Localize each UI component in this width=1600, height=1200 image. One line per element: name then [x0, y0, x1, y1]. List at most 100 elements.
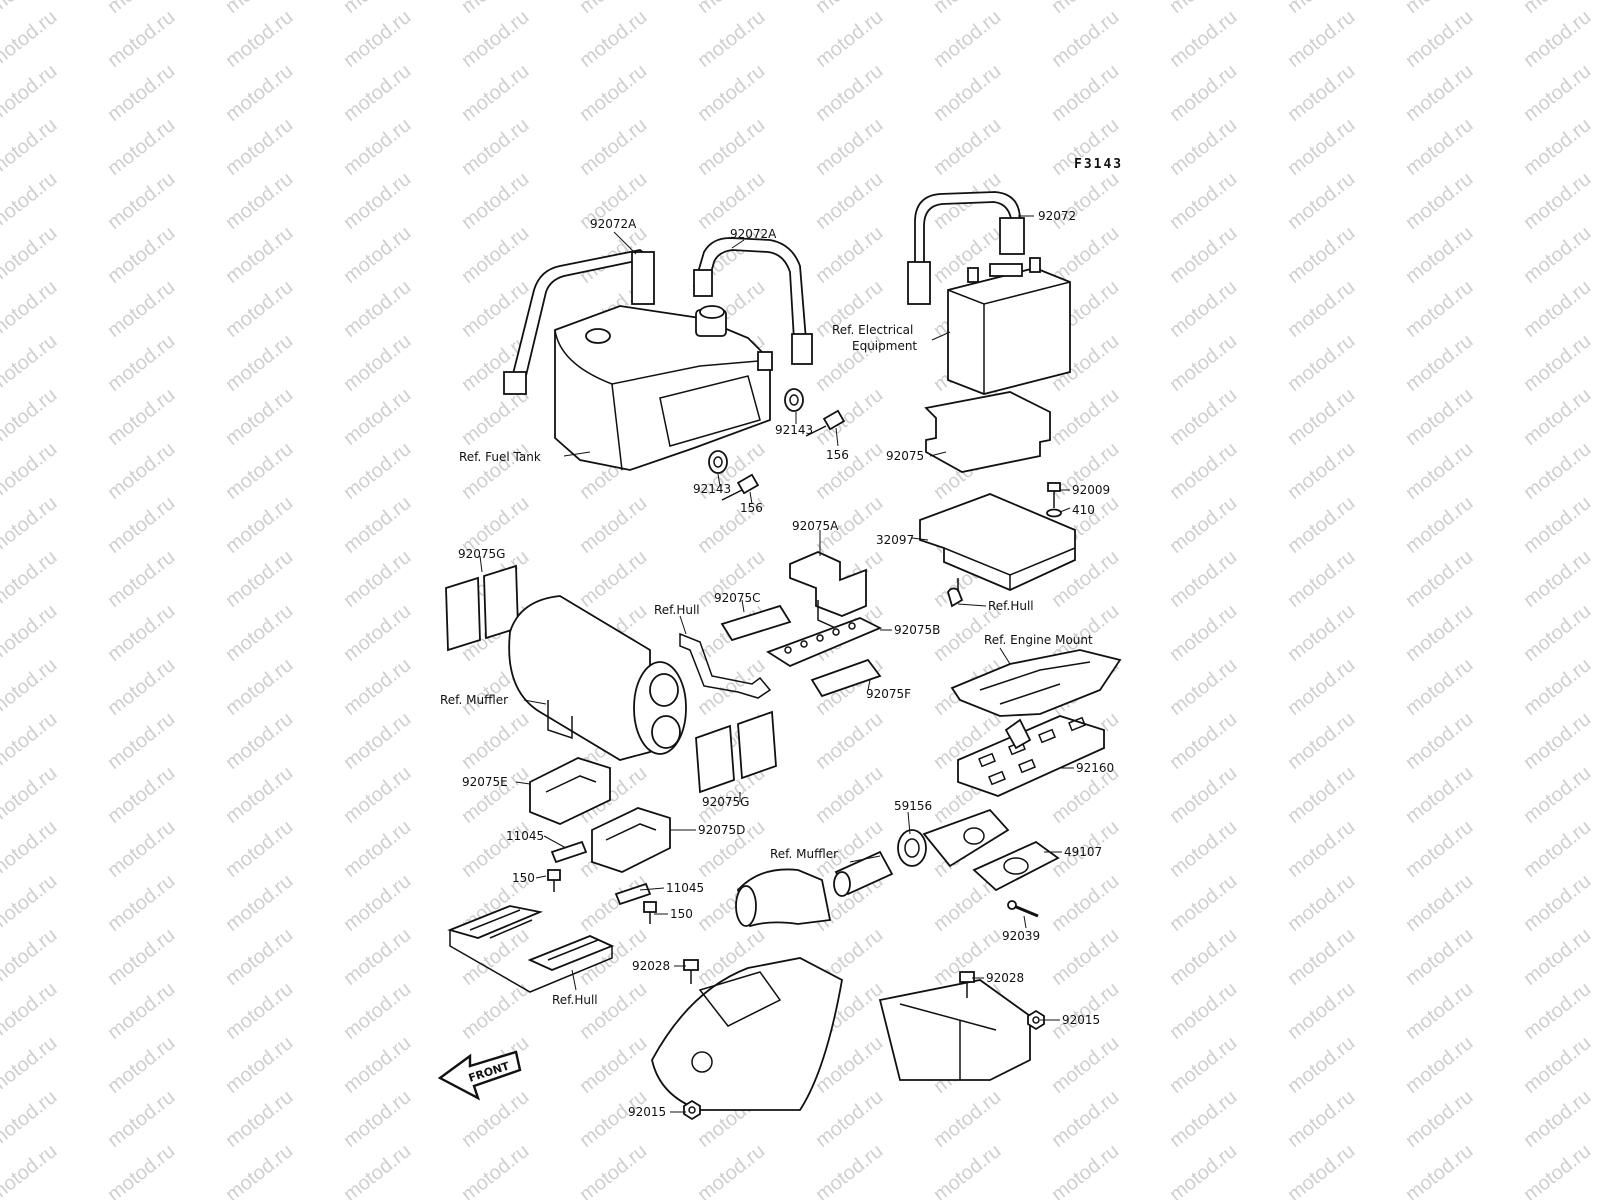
- callout-ref-muffler-left: Ref. Muffler: [440, 693, 508, 707]
- watermark-text: motod.ru: [0, 1140, 61, 1200]
- callout-ref-muffler-mid: Ref. Muffler: [770, 847, 838, 861]
- bracket-92075b-holes: [784, 622, 856, 654]
- callout-92143-lower: 92143: [693, 482, 731, 496]
- callout-ref-hull-bottom: Ref.Hull: [552, 993, 598, 1007]
- pad-92075g-upper-a: [445, 576, 481, 652]
- washer-410: [1046, 508, 1062, 518]
- pad-92075c: [720, 604, 792, 642]
- callout-92075c: 92075C: [714, 591, 761, 605]
- callout-92072a-left: 92072A: [590, 217, 637, 231]
- rivet-92039: [1007, 900, 1039, 918]
- watermark-text: motod.ru: [0, 384, 61, 450]
- strap-buckle-right-top: [693, 269, 713, 297]
- nut-92028-right: [959, 971, 975, 998]
- callout-59156: 59156: [894, 799, 932, 813]
- watermark-text: motod.ru: [0, 762, 61, 828]
- callout-ref-fuel-tank: Ref. Fuel Tank: [459, 450, 541, 464]
- callout-156-upper: 156: [826, 448, 849, 462]
- watermark-text: motod.ru: [0, 546, 61, 612]
- washer-plate-11045-right: [614, 882, 652, 906]
- hose-joint-59156: [897, 808, 1010, 868]
- exhaust-pipe: [735, 850, 894, 928]
- washer-plate-11045-left: [550, 840, 588, 864]
- watermark-text: motod.ru: [0, 168, 61, 234]
- callout-32097: 32097: [876, 533, 914, 547]
- callout-92009: 92009: [1072, 483, 1110, 497]
- battery-case: [919, 493, 1076, 591]
- hull: [651, 957, 1031, 1111]
- callout-ref-hull-mid: Ref.Hull: [654, 603, 700, 617]
- hull-rails: [447, 905, 615, 993]
- grommet-92143-lower: [708, 450, 728, 474]
- callout-ref-engine-mount: Ref. Engine Mount: [984, 633, 1093, 647]
- engine-mount: [950, 649, 1122, 717]
- callout-ref-electrical-line1: Ref. Electrical: [832, 323, 913, 337]
- watermark-text: motod.ru: [0, 222, 61, 288]
- callout-11045-left: 11045: [506, 829, 544, 843]
- bracket-92075a: [789, 551, 867, 617]
- bracket-92075b: [765, 617, 883, 668]
- battery-mat: [924, 391, 1051, 473]
- callout-150-left: 150: [512, 871, 535, 885]
- strap-buckle-right: [791, 333, 813, 365]
- fuel-tank: [554, 305, 773, 471]
- callout-92015-right: 92015: [1062, 1013, 1100, 1027]
- watermark-text: motod.ru: [0, 438, 61, 504]
- callout-92075f: 92075F: [866, 687, 911, 701]
- callout-92075d: 92075D: [698, 823, 745, 837]
- strap-buckle-left: [503, 371, 527, 395]
- callout-92075g-upper: 92075G: [458, 547, 505, 561]
- bolt-156-upper: [805, 409, 846, 437]
- grommet-92143-upper: [784, 388, 804, 412]
- watermark-text: motod.ru: [0, 978, 61, 1044]
- watermark-text: motod.ru: [0, 924, 61, 990]
- strap-buckle-left-top: [631, 251, 655, 305]
- watermark-text: motod.ru: [0, 600, 61, 666]
- battery-strap-buckle-left: [907, 261, 931, 305]
- bolt-156-lower: [721, 473, 760, 501]
- battery-strap-buckle-right: [999, 217, 1025, 255]
- watermark-text: motod.ru: [0, 708, 61, 774]
- callout-410: 410: [1072, 503, 1095, 517]
- watermark-text: motod.ru: [0, 6, 61, 72]
- nut-92015-bottom: [683, 1099, 701, 1121]
- muffler: [508, 595, 687, 761]
- watermark-text: motod.ru: [0, 654, 61, 720]
- screw-92009: [1047, 482, 1061, 508]
- callout-49107: 49107: [1064, 845, 1102, 859]
- callout-11045-right: 11045: [666, 881, 704, 895]
- watermark-text: motod.ru: [0, 330, 61, 396]
- gasket-49107: [972, 840, 1060, 892]
- hull-bracket-right: [947, 587, 964, 608]
- pad-92075g-lower-a: [695, 724, 735, 794]
- pad-92075f: [810, 658, 882, 698]
- watermark-text: motod.ru: [0, 1086, 61, 1152]
- callout-ref-hull-right: Ref.Hull: [988, 599, 1034, 613]
- mount-92075d: [591, 807, 671, 873]
- callout-92075g-lower: 92075G: [702, 795, 749, 809]
- watermark-text: motod.ru: [0, 276, 61, 342]
- engine-mount-bracket-92160: [957, 715, 1105, 797]
- nut-92028-left: [683, 959, 699, 984]
- watermark-text: motod.ru: [0, 60, 61, 126]
- callout-92160: 92160: [1076, 761, 1114, 775]
- callout-92075e: 92075E: [462, 775, 508, 789]
- bolt-150-left: [547, 869, 561, 892]
- callout-ref-electrical-line2: Equipment: [852, 339, 917, 353]
- watermark-text: motod.ru: [0, 816, 61, 882]
- callout-92039: 92039: [1002, 929, 1040, 943]
- callout-156-lower: 156: [740, 501, 763, 515]
- callout-92028-left: 92028: [632, 959, 670, 973]
- battery: [947, 257, 1071, 395]
- callout-92072: 92072: [1038, 209, 1076, 223]
- nut-92015-right: [1027, 1009, 1045, 1031]
- leader-lines: [479, 215, 1074, 1113]
- watermark-text: motod.ru: [0, 1032, 61, 1098]
- callout-92075b: 92075B: [894, 623, 940, 637]
- watermark-text: motod.ru: [0, 870, 61, 936]
- watermark-text: motod.ru: [0, 114, 61, 180]
- callout-92075: 92075: [886, 449, 924, 463]
- mount-92075e: [529, 757, 611, 825]
